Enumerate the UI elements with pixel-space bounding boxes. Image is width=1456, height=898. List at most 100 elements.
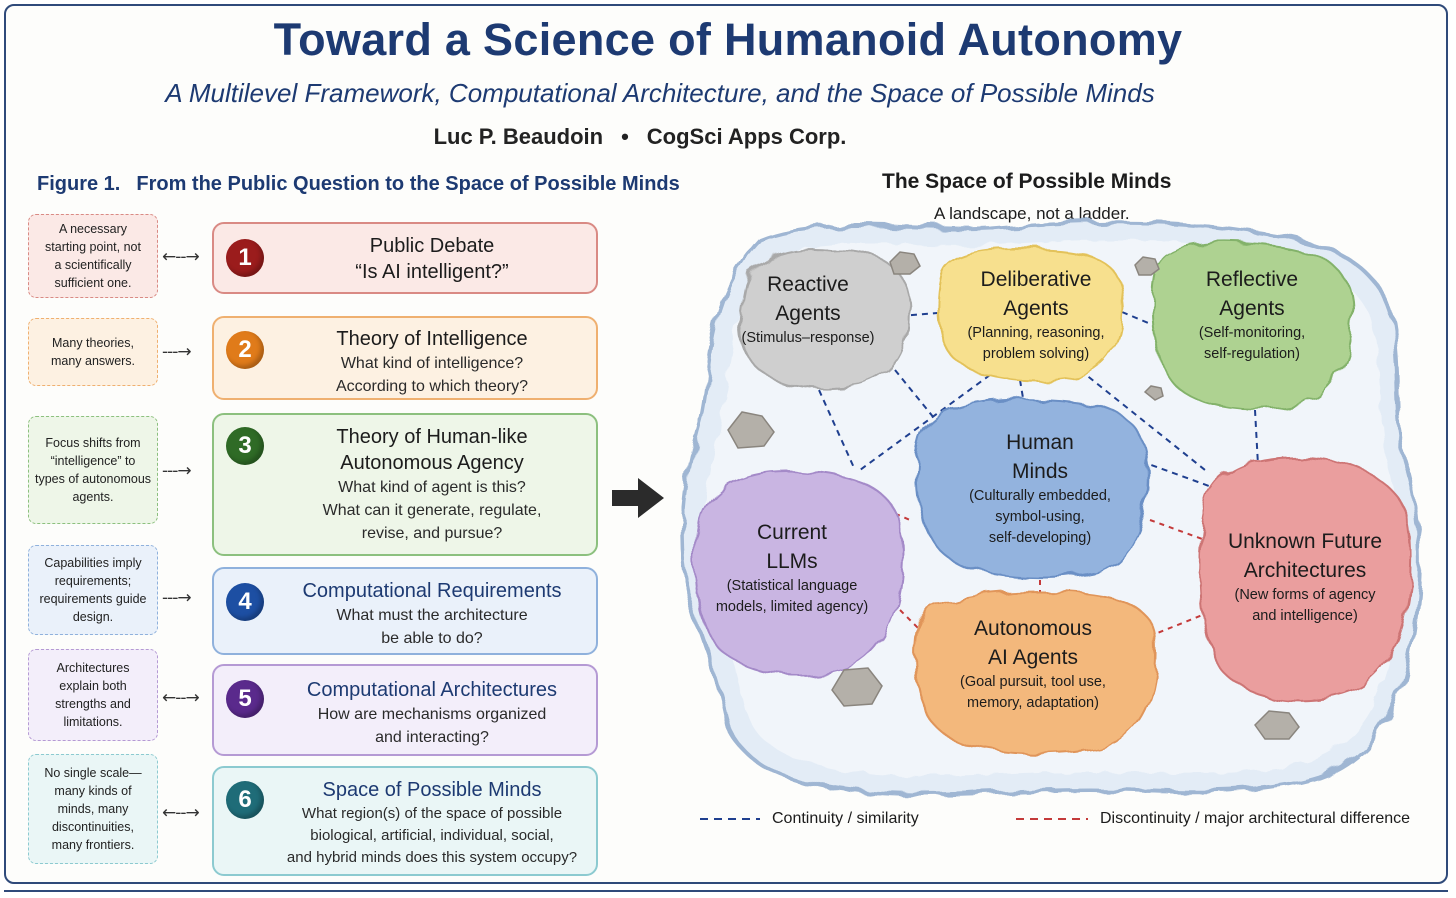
level-2-note: Many theories, many answers. [28, 318, 158, 386]
decorative-rocks [727, 251, 1300, 740]
level-6-title: Space of Possible Minds [322, 779, 542, 801]
level-3-text: Theory of Human-like Autonomous Agency W… [274, 424, 590, 545]
level-5-text: Computational Architectures How are mech… [274, 677, 590, 749]
legend-discontinuity-label: Discontinuity / major architectural diff… [1100, 810, 1411, 827]
level-1-title: Public Debate “Is AI intelligent?” [355, 235, 509, 283]
region-name-autonomous: Autonomous AI Agents [974, 617, 1092, 669]
legend-discontinuity: Discontinuity / major architectural diff… [1016, 810, 1410, 828]
level-1-note: A necessary starting point, not a scient… [28, 214, 158, 298]
level-5-questions: How are mechanisms organized and interac… [317, 706, 547, 746]
figure-caption: Figure 1. From the Public Question to the… [37, 173, 680, 196]
level-5-connector-arrow: ←--→ [162, 688, 200, 708]
level-1-connector-arrow: ←--→ [162, 247, 200, 267]
level-1-text: Public Debate “Is AI intelligent?” [274, 233, 590, 285]
region-reflective-agents [1151, 241, 1354, 411]
level-3-box: 3 Theory of Human-like Autonomous Agency… [212, 413, 598, 556]
figure-caption-text: From the Public Question to the Space of… [136, 173, 680, 195]
region-desc-deliberative: (Planning, reasoning, problem solving) [967, 325, 1105, 362]
level-4-box: 4 Computational Requirements What must t… [212, 567, 598, 655]
author-name: Luc P. Beaudoin [433, 124, 604, 149]
region-label-reflective: Reflective Agents (Self-monitoring, self… [1172, 265, 1332, 365]
organization-name: CogSci Apps Corp. [646, 124, 847, 149]
bottom-divider [4, 890, 1448, 892]
rock-icon [831, 667, 883, 707]
level-2-number-badge: 2 [226, 331, 264, 369]
region-desc-future: (New forms of agency and intelligence) [1234, 587, 1376, 624]
level-2-title: Theory of Intelligence [336, 328, 528, 350]
author-line: Luc P. Beaudoin • CogSci Apps Corp. [0, 124, 1280, 150]
level-1-number-badge: 1 [226, 239, 264, 277]
author-separator: • [621, 124, 629, 149]
region-desc-reflective: (Self-monitoring, self-regulation) [1198, 325, 1306, 362]
region-label-autonomous: Autonomous AI Agents (Goal pursuit, tool… [938, 614, 1128, 714]
level-4-number-badge: 4 [226, 583, 264, 621]
continuity-link-reflective-future [1254, 409, 1259, 466]
region-name-llms: Current LLMs [756, 521, 828, 573]
rock-icon [727, 411, 775, 449]
level-6-text: Space of Possible Minds What region(s) o… [274, 777, 590, 869]
level-3-note: Focus shifts from “intelligence” to type… [28, 416, 158, 524]
page-title: Toward a Science of Humanoid Autonomy [273, 14, 1183, 65]
map-title: The Space of Possible Minds [882, 170, 1172, 193]
region-unknown-future-architectures [1198, 456, 1412, 701]
level-6-number-badge: 6 [226, 781, 264, 819]
region-name-reactive: Reactive Agents [767, 273, 849, 325]
region-label-deliberative: Deliberative Agents (Planning, reasoning… [948, 265, 1124, 365]
level-6-questions: What region(s) of the space of possible … [286, 805, 578, 866]
continuity-link-reactive-deliberative [899, 311, 951, 317]
region-label-llms: Current LLMs (Statistical language model… [704, 518, 880, 618]
level-3-number-badge: 3 [226, 427, 264, 465]
region-autonomous-ai-agents [913, 590, 1158, 755]
page-subtitle: A Multilevel Framework, Computational Ar… [165, 78, 1155, 108]
level-4-text: Computational Requirements What must the… [274, 578, 590, 650]
level-2-text: Theory of Intelligence What kind of inte… [274, 326, 590, 398]
level-1-box: 1 Public Debate “Is AI intelligent?” [212, 222, 598, 294]
region-desc-llms: (Statistical language models, limited ag… [715, 578, 869, 615]
region-reactive-agents [739, 248, 910, 389]
rock-icon [889, 251, 921, 275]
continuity-line-swatch [700, 818, 760, 820]
region-name-future: Unknown Future Architectures [1227, 530, 1383, 582]
level-3-connector-arrow: ---→ [162, 461, 192, 481]
region-label-future: Unknown Future Architectures (New forms … [1220, 527, 1390, 627]
level-4-note: Capabilities imply requirements; require… [28, 545, 158, 635]
right-arrow-icon [612, 478, 664, 518]
level-5-title: Computational Architectures [306, 679, 558, 701]
region-current-llms [694, 469, 904, 677]
continuity-link-deliberative-llm [859, 374, 991, 471]
rock-icon [1134, 256, 1160, 276]
level-5-box: 5 Computational Architectures How are me… [212, 664, 598, 756]
level-4-questions: What must the architecture be able to do… [336, 607, 528, 647]
region-label-human: Human Minds (Culturally embedded, symbol… [950, 428, 1130, 549]
level-3-questions: What kind of agent is this? What can it … [322, 479, 542, 542]
region-desc-reactive: (Stimulus–response) [741, 330, 875, 346]
region-name-reflective: Reflective Agents [1205, 268, 1299, 320]
level-4-title: Computational Requirements [302, 580, 562, 602]
level-3-title: Theory of Human-like Autonomous Agency [336, 426, 528, 474]
rock-icon [1254, 710, 1300, 740]
region-label-reactive: Reactive Agents (Stimulus–response) [738, 270, 878, 349]
discontinuity-link-llm-autonomous [899, 609, 931, 641]
region-desc-human: (Culturally embedded, symbol-using, self… [969, 488, 1111, 546]
level-5-number-badge: 5 [226, 680, 264, 718]
region-name-human: Human Minds [1006, 431, 1074, 483]
legend-continuity: Continuity / similarity [700, 810, 919, 828]
level-2-connector-arrow: ---→ [162, 342, 192, 362]
continuity-link-deliberative-future [1079, 369, 1206, 471]
level-4-connector-arrow: ---→ [162, 588, 192, 608]
level-2-box: 2 Theory of Intelligence What kind of in… [212, 316, 598, 400]
level-6-connector-arrow: ←--→ [162, 803, 200, 823]
continuity-link-reactive-llm [809, 369, 856, 471]
map-subtitle: A landscape, not a ladder. [934, 204, 1130, 223]
continuity-link-human-future [1109, 449, 1221, 491]
legend-continuity-label: Continuity / similarity [772, 810, 919, 827]
figure-number: Figure 1. [37, 173, 121, 195]
region-name-deliberative: Deliberative Agents [980, 268, 1092, 320]
level-6-box: 6 Space of Possible Minds What region(s)… [212, 766, 598, 876]
region-human-minds [914, 398, 1148, 579]
rock-icon [1143, 385, 1164, 401]
level-6-note: No single scale— many kinds of minds, ma… [28, 754, 158, 864]
level-2-questions: What kind of intelligence? According to … [335, 355, 529, 395]
region-deliberative-agents [937, 248, 1125, 383]
